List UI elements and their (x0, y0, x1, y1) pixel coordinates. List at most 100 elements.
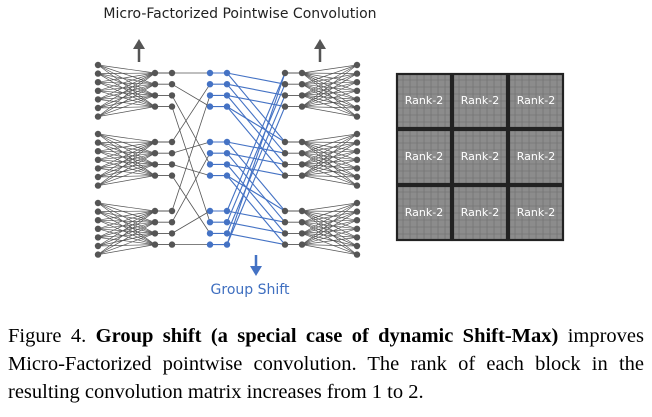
figure-title: Micro-Factorized Pointwise Convolution (103, 6, 377, 22)
network-edge (226, 152, 286, 223)
network-edge (226, 164, 286, 234)
network-edge (301, 141, 358, 186)
network-node (298, 219, 306, 226)
network-node (353, 199, 361, 207)
network-node (151, 230, 159, 237)
network-edge (97, 152, 156, 186)
network-node (281, 207, 289, 215)
network-edge (301, 228, 358, 245)
network-edge (97, 99, 156, 107)
block-rank-label: Rank-2 (461, 150, 499, 163)
block-rank-label: Rank-2 (517, 206, 555, 219)
network-edge (171, 95, 211, 212)
network-edge (301, 72, 358, 92)
network-edge (301, 233, 358, 238)
network-edge (97, 210, 156, 238)
network-edge (301, 133, 358, 176)
network-edge (97, 106, 156, 117)
network-node (94, 70, 102, 77)
network-edge (171, 153, 211, 223)
network-node (168, 103, 176, 110)
network-edge (97, 210, 156, 247)
network-node (206, 241, 214, 248)
network-node (94, 251, 102, 258)
network-node (94, 234, 102, 241)
network-edge (301, 106, 358, 117)
network-edge (97, 81, 156, 85)
network-edge (97, 164, 156, 186)
network-edge (97, 244, 156, 247)
network-edge (97, 211, 156, 234)
network-edge (301, 72, 358, 117)
network-edge (97, 142, 156, 165)
network-edge (226, 106, 286, 245)
network-edge (226, 72, 286, 245)
group-shift-edges (210, 72, 286, 246)
network-edge (301, 150, 358, 165)
network-edge (97, 83, 156, 109)
network-edge (171, 164, 211, 176)
network-edge (301, 64, 358, 96)
network-node (353, 173, 361, 181)
network-edge (301, 237, 358, 245)
network-node (281, 69, 289, 77)
network-node (281, 161, 289, 168)
network-edge (301, 83, 358, 92)
network-edge (301, 64, 358, 74)
block-rank-label: Rank-2 (461, 94, 499, 107)
network-edge (97, 72, 156, 92)
network-edge (97, 95, 156, 109)
matrix-block (451, 72, 509, 130)
network-node (353, 225, 361, 232)
network-edge (97, 237, 156, 245)
network-node (223, 150, 231, 157)
network-edge (171, 83, 211, 107)
network-edge (301, 72, 358, 83)
network-node (94, 199, 102, 207)
network-edge (97, 202, 156, 223)
network-node (281, 92, 289, 99)
figure: Micro-Factorized Pointwise Convolution R… (94, 6, 565, 298)
network-edge (97, 228, 156, 245)
network-edge (301, 95, 358, 109)
network-edge (97, 83, 156, 100)
network-node (223, 219, 231, 226)
network-edge (301, 64, 358, 85)
network-node (168, 92, 176, 99)
network-edge (301, 210, 358, 247)
network-edge (97, 210, 156, 221)
up-arrow-icon (314, 39, 326, 62)
network-edge (301, 73, 358, 96)
network-edge (226, 221, 286, 234)
network-node (168, 81, 176, 88)
matrix-block (507, 72, 565, 130)
network-edge (97, 72, 156, 74)
network-edge (301, 152, 358, 178)
network-edge (97, 90, 156, 96)
network-edge (97, 72, 156, 83)
network-node (94, 165, 102, 172)
network-edge (226, 210, 286, 223)
network-edge (301, 133, 358, 143)
network-edge (301, 83, 358, 109)
network-node (281, 241, 289, 248)
caption-bold: Group shift (a special case of dynamic S… (95, 325, 559, 347)
network-edge (97, 90, 156, 107)
network-edge (97, 221, 156, 238)
network-edge (301, 210, 358, 230)
network-node (151, 207, 159, 215)
network-edge (301, 133, 358, 154)
network-node (168, 219, 176, 226)
network-node (298, 69, 306, 77)
network-edge (301, 233, 358, 255)
network-node (353, 156, 361, 163)
network-edge (97, 168, 156, 176)
matrix-block (395, 184, 453, 242)
network-edge (301, 244, 358, 255)
network-node (281, 138, 289, 146)
network-edge (97, 64, 156, 85)
network-node (353, 148, 361, 155)
block-rank-label: Rank-2 (461, 206, 499, 219)
network-edge (97, 202, 156, 245)
matrix-block (507, 128, 565, 186)
